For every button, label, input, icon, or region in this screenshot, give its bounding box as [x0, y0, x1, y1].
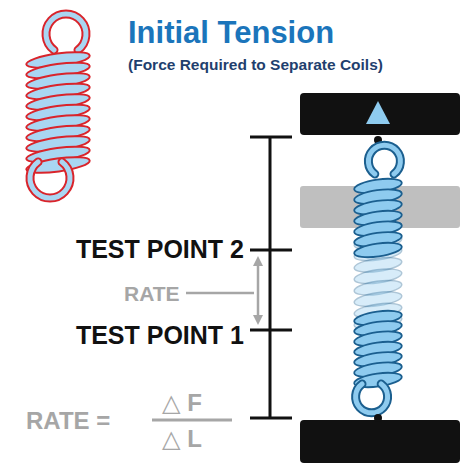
spring-hook [368, 145, 400, 174]
fraction-bar [152, 419, 232, 422]
length-delta: △ L [162, 426, 202, 452]
bottom-clamp [300, 420, 460, 463]
spring-hook [368, 145, 400, 174]
spring-coil [353, 240, 402, 260]
spring-hook [30, 162, 70, 198]
top-clamp [300, 93, 460, 135]
force-delta: △ F [162, 390, 202, 416]
spring-hook [356, 384, 388, 413]
spring-hook [46, 14, 86, 50]
test-point-label: TEST POINT 1 [76, 322, 244, 350]
title: Initial Tension [128, 16, 334, 50]
subtitle: (Force Required to Separate Coils) [128, 56, 383, 73]
rate-formula: RATE = [26, 408, 110, 434]
rate-label: RATE [124, 282, 180, 305]
rate-arrow [186, 256, 263, 325]
extension-spring [353, 136, 402, 422]
dimension-line [250, 137, 292, 418]
test-point-label: TEST POINT 2 [76, 236, 244, 264]
spring-hook [46, 14, 86, 50]
spring-hook [30, 162, 70, 198]
spring-hook [356, 384, 388, 413]
spring-icon [25, 14, 90, 198]
pull-arrow [366, 101, 390, 124]
hook-pin [374, 414, 382, 422]
